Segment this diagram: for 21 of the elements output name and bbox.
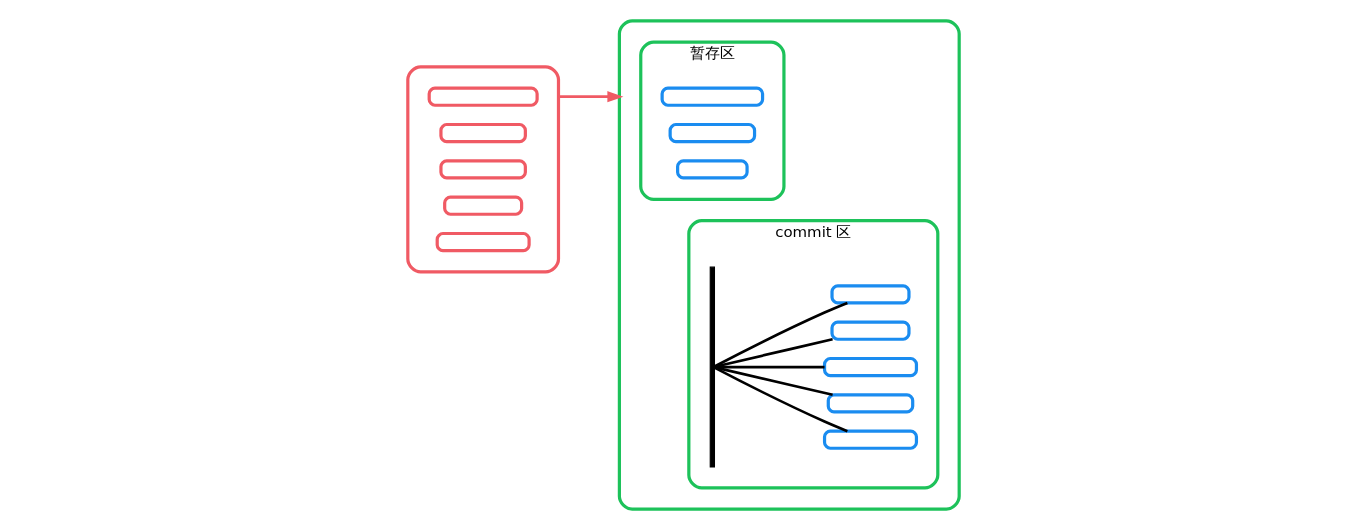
node-bar xyxy=(439,159,527,180)
node-bar xyxy=(660,86,765,107)
node-bar xyxy=(822,356,919,378)
node-bar xyxy=(822,429,919,450)
node-bar xyxy=(676,159,749,180)
node-line xyxy=(709,266,716,468)
cluster xyxy=(617,19,961,511)
node-bar xyxy=(435,231,531,253)
connector xyxy=(713,366,848,433)
arrow xyxy=(558,91,624,103)
connector xyxy=(713,301,848,368)
node-bar xyxy=(668,122,757,144)
node-bar xyxy=(830,284,911,305)
node-bar xyxy=(443,195,524,216)
cluster: 暂存区 xyxy=(639,40,786,201)
node-bar xyxy=(830,320,911,341)
node-bar xyxy=(427,86,539,107)
node-bar xyxy=(439,122,527,144)
cluster xyxy=(406,65,561,274)
node-bar xyxy=(826,393,915,414)
cluster: commit 区 xyxy=(687,219,940,490)
